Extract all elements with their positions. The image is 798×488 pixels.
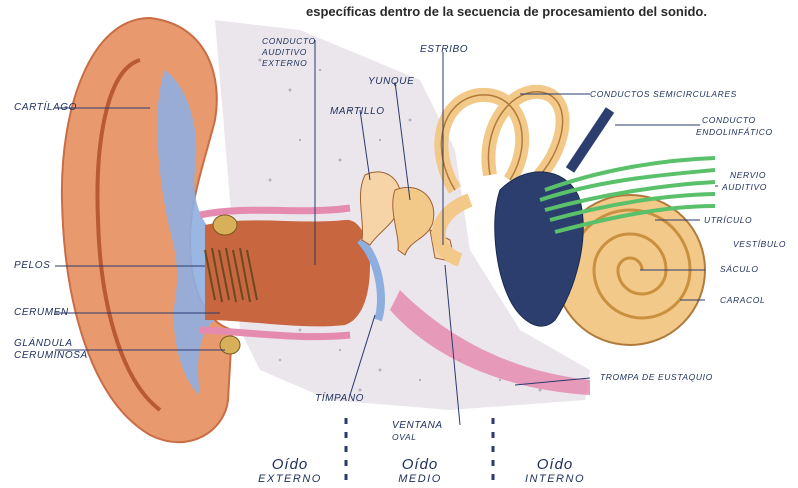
label-cartilago: Cartílago: [14, 102, 77, 113]
gland-blob: [220, 336, 240, 354]
region-interno-line1: Oído: [505, 456, 605, 473]
label-pelos: Pelos: [14, 260, 50, 271]
label-semicirculares: Conductos semicirculares: [590, 89, 737, 100]
region-externo-line1: Oído: [240, 456, 340, 473]
label-caracol: Caracol: [720, 295, 765, 306]
label-conducto-1: Conducto: [262, 36, 316, 47]
label-glandula-2: ceruminosa: [14, 350, 88, 361]
label-nervio-1: Nervio: [730, 170, 766, 181]
label-nervio-2: auditivo: [722, 182, 767, 193]
label-ventana-2: oval: [392, 432, 417, 443]
region-medio-line2: medio: [370, 473, 470, 485]
region-interno-line2: interno: [505, 473, 605, 485]
label-endolinfatico-1: Conducto: [702, 115, 756, 126]
label-saculo: Sáculo: [720, 264, 759, 275]
region-oido-externo: Oído externo: [240, 456, 340, 485]
label-timpano: Tímpano: [315, 393, 364, 404]
region-oido-medio: Oído medio: [370, 456, 470, 485]
label-martillo: Martillo: [330, 106, 385, 117]
label-yunque: Yunque: [368, 76, 414, 87]
label-endolinfatico-2: endolinfático: [696, 127, 773, 138]
caption: específicas dentro de la secuencia de pr…: [306, 4, 707, 19]
label-utriculo: Utrículo: [704, 215, 752, 226]
endolymphatic-duct: [570, 110, 610, 170]
label-conducto-2: auditivo: [262, 47, 307, 58]
label-estribo: Estribo: [420, 44, 468, 55]
region-externo-line2: externo: [240, 473, 340, 485]
label-ventana-1: Ventana: [392, 420, 443, 431]
region-medio-line1: Oído: [370, 456, 470, 473]
label-glandula-1: Glándula: [14, 338, 73, 349]
label-conducto-3: externo: [262, 58, 307, 69]
cerumen-blob: [213, 215, 237, 235]
label-trompa: Trompa de Eustaquio: [600, 372, 713, 383]
label-cerumen: Cerumen: [14, 307, 69, 318]
label-vestibulo: Vestíbulo: [733, 239, 786, 250]
region-oido-interno: Oído interno: [505, 456, 605, 485]
